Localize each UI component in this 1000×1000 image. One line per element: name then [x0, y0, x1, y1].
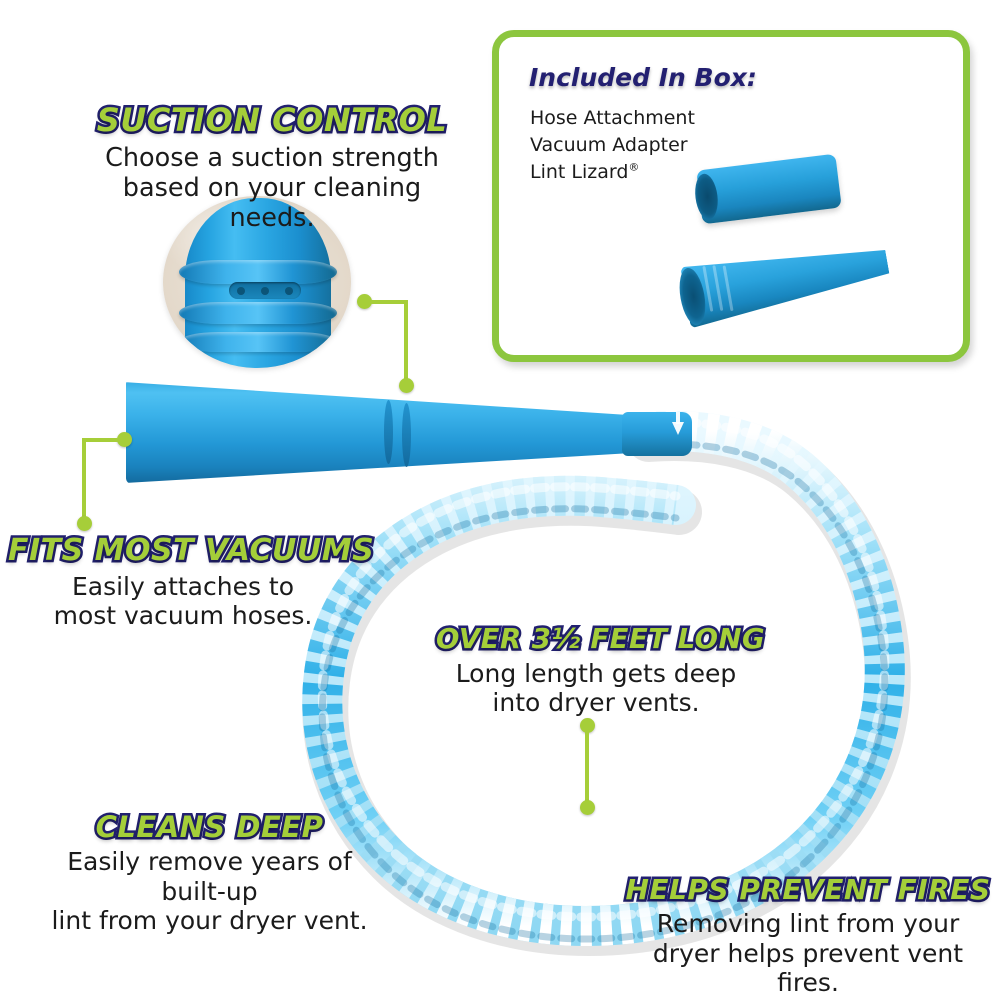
vent-hole	[285, 286, 293, 295]
included-item: Vacuum Adapter	[530, 132, 695, 159]
callout-dot	[399, 378, 414, 393]
nozzle-band	[384, 400, 393, 464]
feature-body: Choose a suction strength based on your …	[105, 142, 439, 233]
included-item-label: Hose Attachment	[530, 107, 695, 129]
feature-heading: OVER 3½ FEET LONG	[434, 622, 768, 656]
callout-line	[82, 438, 122, 442]
hose-nozzle-body	[680, 232, 893, 329]
callout-dot	[77, 516, 92, 531]
callout-line	[585, 724, 589, 806]
callout-dot	[117, 432, 132, 447]
feature-helps-prevent-fires: HELPS PREVENT FIRES Removing lint from y…	[622, 872, 994, 998]
callout-line	[404, 300, 408, 386]
feature-body: Removing lint from your dryer helps prev…	[652, 909, 964, 998]
included-in-box-title: Included In Box:	[527, 61, 759, 94]
callout-dot	[580, 800, 595, 815]
vent-hole	[237, 286, 245, 295]
callout-dot	[357, 294, 372, 309]
feature-heading: FITS MOST VACUUMS	[6, 533, 377, 569]
feature-fits-most-vacuums: FITS MOST VACUUMS Easily attaches to mos…	[6, 533, 377, 631]
included-item: Hose Attachment	[530, 105, 695, 132]
suction-vent-slot	[229, 282, 301, 299]
trademark-symbol: ®	[628, 160, 640, 174]
feature-heading: SUCTION CONTROL	[94, 101, 449, 139]
nozzle-ring	[179, 302, 337, 324]
included-item-label: Vacuum Adapter	[530, 133, 688, 156]
feature-cleans-deep: CLEANS DEEP Easily remove years of built…	[32, 809, 387, 936]
feature-over-feet-long: OVER 3½ FEET LONG Long length gets deep …	[434, 622, 768, 718]
hose-nozzle-part	[675, 232, 893, 329]
feature-heading: CLEANS DEEP	[93, 809, 325, 845]
feature-body: Easily attaches to most vacuum hoses.	[53, 571, 313, 631]
callout-line	[82, 438, 86, 524]
suction-control-photo	[163, 196, 351, 368]
feature-heading: HELPS PREVENT FIRES	[623, 872, 993, 907]
adapter-opening	[692, 172, 721, 221]
feature-body: Easily remove years of built-up lint fro…	[51, 847, 368, 936]
vent-hole	[261, 286, 269, 295]
callout-line	[370, 300, 408, 304]
feature-body: Long length gets deep into dryer vents.	[455, 658, 737, 718]
main-nozzle-illustration	[126, 378, 692, 484]
included-item: Lint Lizard®	[530, 159, 695, 186]
nozzle-ring	[179, 332, 337, 352]
included-in-box-list: Hose Attachment Vacuum Adapter Lint Liza…	[530, 105, 695, 186]
included-in-box-panel: Included In Box: Hose Attachment Vacuum …	[492, 30, 970, 362]
suction-control-nozzle	[179, 198, 337, 368]
nozzle-band	[402, 403, 411, 467]
included-item-label: Lint Lizard	[530, 160, 629, 183]
nozzle-arrow-stem	[676, 412, 680, 424]
nozzle-ring	[179, 260, 337, 284]
down-arrow-icon	[672, 422, 684, 435]
feature-suction-control: SUCTION CONTROL Choose a suction strengt…	[92, 101, 452, 233]
vacuum-adapter-part	[692, 153, 842, 225]
